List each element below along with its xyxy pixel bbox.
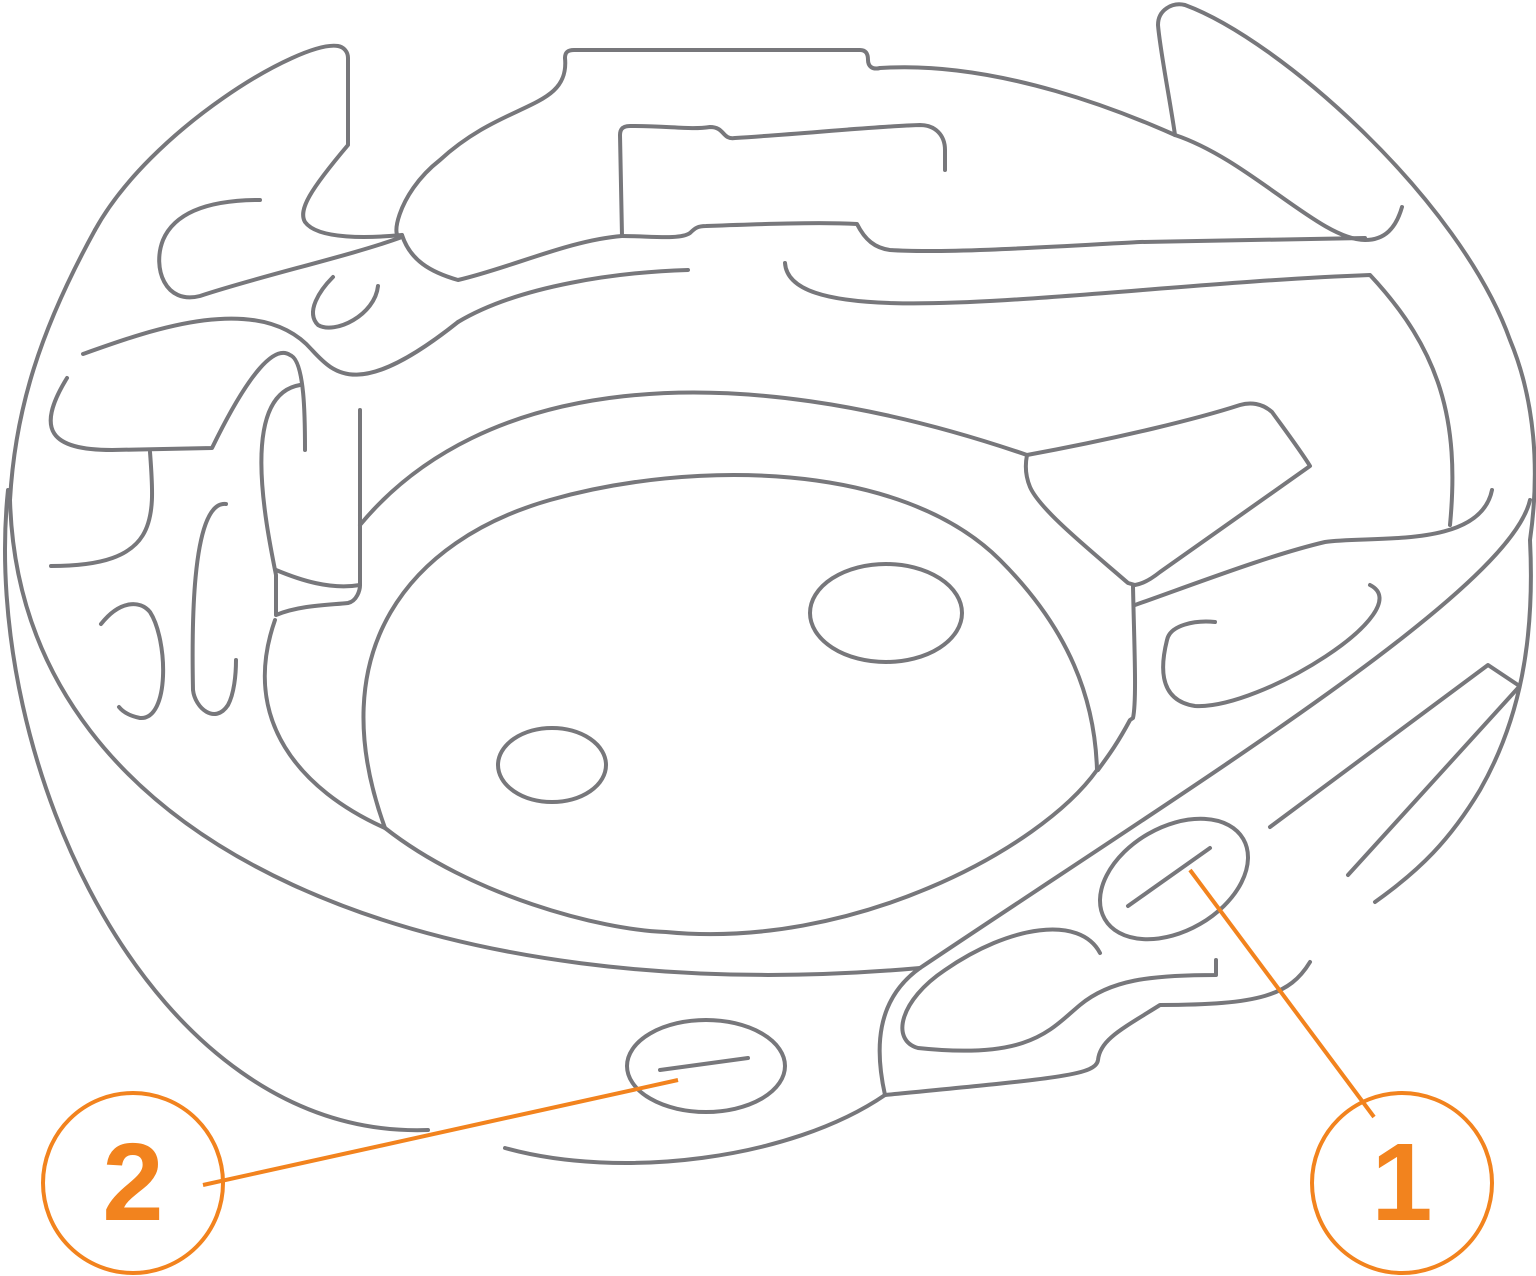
band-upper xyxy=(918,498,1532,970)
top-bracket xyxy=(563,48,1177,137)
outer-shell-bottom xyxy=(503,1093,887,1165)
outer-shell-right xyxy=(1156,2,1536,904)
right-lever-inner xyxy=(900,927,1218,1053)
latch-body xyxy=(1096,584,1138,772)
outer-shell-left-curve xyxy=(8,228,97,502)
bobbin-well xyxy=(361,473,1099,937)
right-lever-shape xyxy=(883,960,1312,1097)
inner-ring-arc xyxy=(358,390,1029,527)
left-clip-inner xyxy=(274,568,362,589)
bobbin-hole-right xyxy=(808,562,964,664)
latch-edge xyxy=(1133,488,1494,607)
screw-1 xyxy=(1098,816,1250,942)
bobbin-case-outline xyxy=(3,2,1536,1165)
left-clip xyxy=(259,383,362,617)
callout-circle-1 xyxy=(1310,1091,1494,1275)
top-plate-edge xyxy=(620,221,1367,254)
right-screw-tab xyxy=(1161,583,1382,709)
screw-1-slot xyxy=(1126,846,1212,908)
inner-ring-top xyxy=(456,268,690,324)
left-post xyxy=(49,450,155,568)
band-lower xyxy=(877,966,922,1097)
inner-well-wall xyxy=(262,618,387,830)
callout-number-2: 2 xyxy=(102,1121,163,1244)
callout-circle-2 xyxy=(41,1091,225,1275)
callout-number-1: 1 xyxy=(1371,1121,1432,1244)
base-sweep xyxy=(8,498,922,977)
latch-plate xyxy=(1023,401,1312,587)
outer-shell-left xyxy=(93,43,404,239)
left-loop xyxy=(99,602,166,721)
lever-line-1 xyxy=(1346,686,1520,877)
outer-shell-rim xyxy=(3,488,430,1133)
top-bracket-lip xyxy=(394,56,624,282)
callout-leader-2 xyxy=(202,1078,679,1187)
left-hook-small xyxy=(311,275,380,330)
screw-2-slot xyxy=(658,1056,750,1072)
lever-arm xyxy=(1268,663,1520,829)
bobbin-hole-left xyxy=(496,726,608,804)
top-plate xyxy=(618,123,947,238)
screw-2 xyxy=(625,1018,787,1114)
left-arm xyxy=(48,351,307,452)
left-spring xyxy=(81,316,460,377)
callouts: 1 2 xyxy=(41,868,1494,1275)
left-pin xyxy=(190,501,238,716)
inner-ring-top-right xyxy=(783,261,1455,527)
callout-leader-1 xyxy=(1188,868,1376,1119)
right-hook xyxy=(1173,133,1404,242)
left-tab xyxy=(157,198,404,300)
